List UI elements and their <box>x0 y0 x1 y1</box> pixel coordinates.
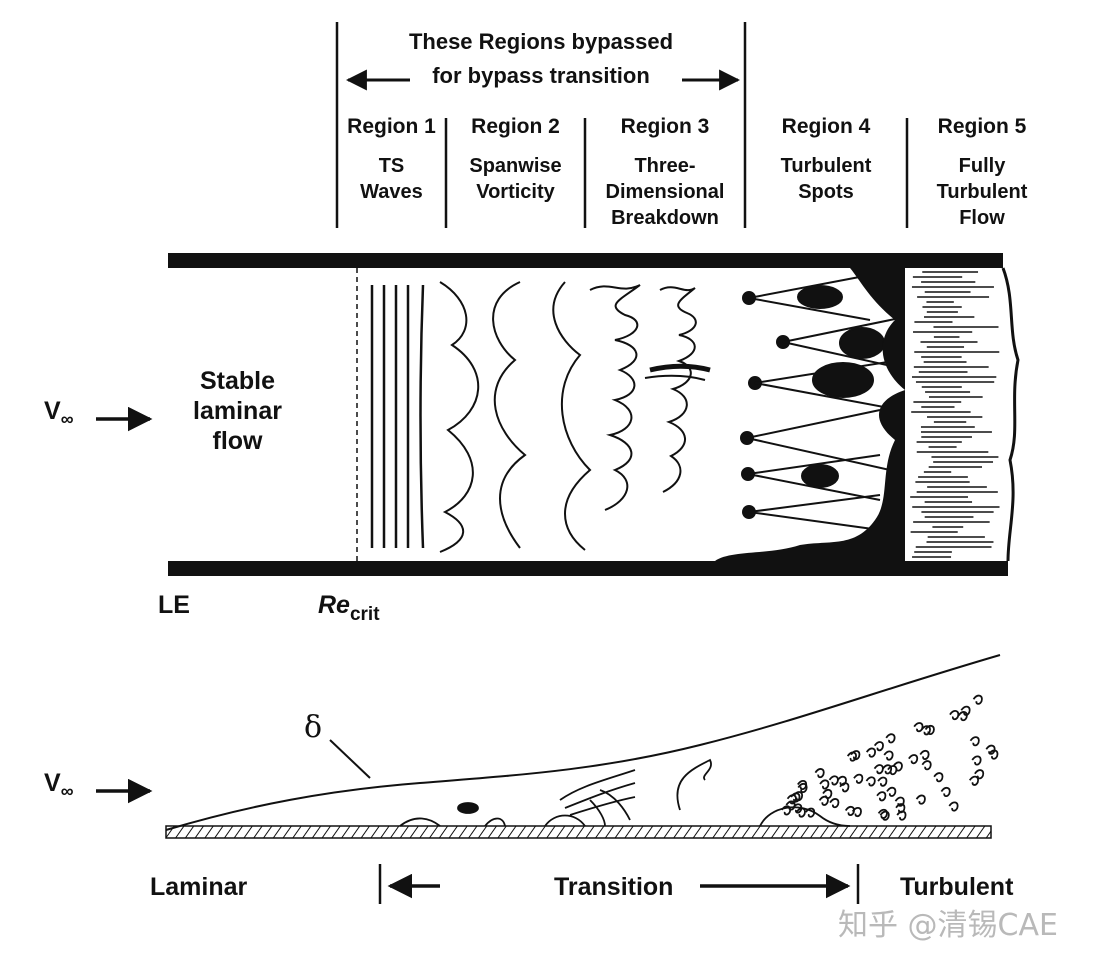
watermark: 知乎 @清锡CAE <box>838 908 1058 943</box>
turbulent-front <box>715 268 905 561</box>
ts-waves <box>370 284 425 549</box>
region-5-line3: Flow <box>959 207 1005 229</box>
region-1-title: Region 1 <box>347 115 436 138</box>
three-dimensional-breakdown <box>589 284 711 511</box>
region-1-line2: Waves <box>360 181 423 203</box>
region-4-title: Region 4 <box>781 115 871 138</box>
laminar-label: Laminar <box>150 873 248 901</box>
region-2-title: Region 2 <box>471 115 560 138</box>
bl-eddies <box>399 694 999 827</box>
boundary-layer-side-view <box>96 654 1001 904</box>
delta-label: δ <box>304 710 323 745</box>
bypass-line2: for bypass transition <box>432 63 650 88</box>
region-2-line1: Spanwise <box>469 155 562 177</box>
plate-top-view <box>96 253 1020 576</box>
region-3-title: Region 3 <box>620 115 710 138</box>
bypass-line1: These Regions bypassed <box>408 29 674 54</box>
v-inf-bottom: V∞ <box>44 769 74 801</box>
region-2-line2: Vorticity <box>476 181 555 203</box>
spanwise-vorticity <box>439 281 592 553</box>
region-3-line1: Three- <box>634 155 696 177</box>
boundary-layer-edge <box>165 654 1001 831</box>
fully-turbulent-streaks <box>910 271 1000 558</box>
transition-label: Transition <box>554 873 674 901</box>
v-inf-top: V∞ <box>44 397 74 429</box>
region-5-line2: Turbulent <box>936 181 1028 203</box>
region-3-line3: Breakdown <box>611 207 719 229</box>
le-label: LE <box>158 591 190 619</box>
region-5-title: Region 5 <box>937 115 1027 138</box>
stable-line3: flow <box>212 427 263 455</box>
region-4-line2: Spots <box>798 181 854 203</box>
turbulent-label: Turbulent <box>900 873 1014 901</box>
delta-pointer <box>329 739 371 779</box>
turbulent-spots <box>740 274 901 531</box>
region-dividers <box>335 22 909 228</box>
region-3-line2: Dimensional <box>605 181 725 203</box>
stable-line2: laminar <box>193 397 282 425</box>
region-1-line1: TS <box>378 155 405 177</box>
re-crit-label: Recrit <box>318 591 380 625</box>
stable-line1: Stable <box>199 367 276 395</box>
region-4-line1: Turbulent <box>780 155 872 177</box>
region-5-line1: Fully <box>958 155 1006 177</box>
